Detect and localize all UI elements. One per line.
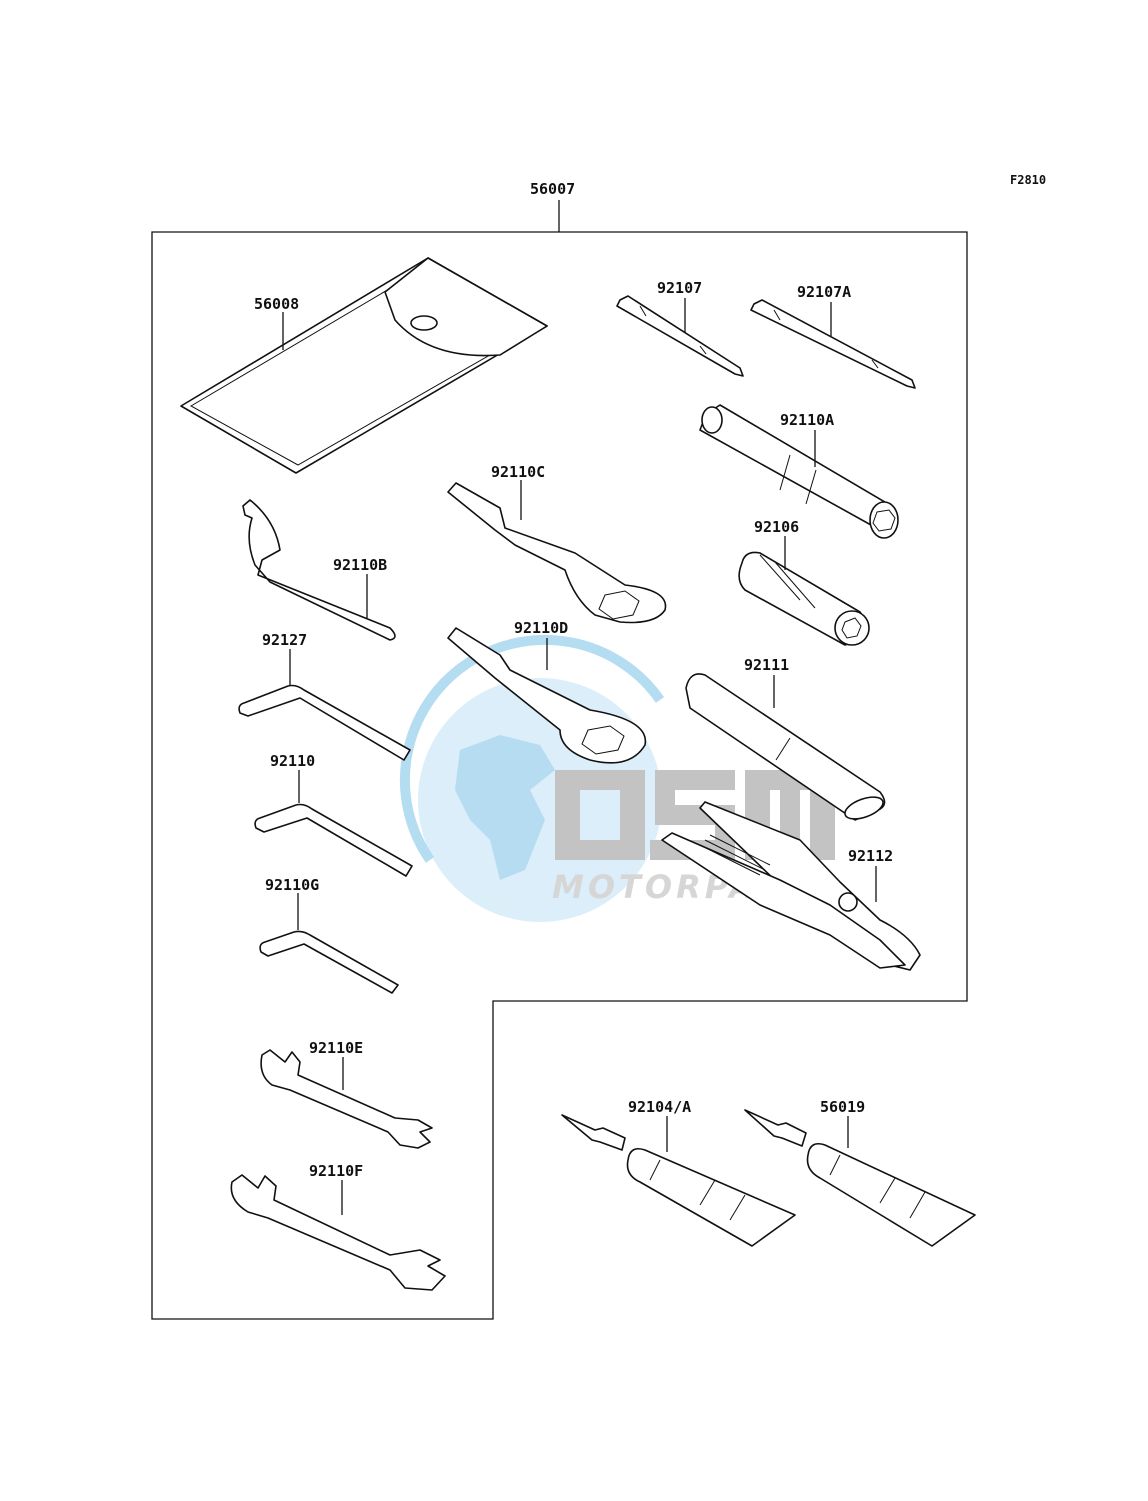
label-92107a: 92107A (797, 283, 851, 301)
part-92106-handle: 92106 (738, 518, 870, 646)
label-92110f: 92110F (309, 1162, 363, 1180)
part-92110c-wrench: 92110C (447, 463, 667, 624)
part-92104a-tube: 92104/A (561, 1098, 796, 1247)
part-92107-bit: 92107 (616, 279, 744, 377)
label-92110e: 92110E (309, 1039, 363, 1057)
watermark-continents-icon (455, 735, 555, 880)
part-92107a-bit: 92107A (750, 283, 916, 389)
part-92110d-wrench: 92110D (447, 619, 647, 764)
label-92127: 92127 (262, 631, 307, 649)
part-92110g-hex-key: 92110G (259, 876, 399, 994)
label-92110c: 92110C (491, 463, 545, 481)
part-56008-pouch: 56008 (180, 257, 548, 474)
part-92110b-hook-wrench: 92110B (242, 499, 396, 641)
part-92110e-open-wrench: 92110E (260, 1039, 433, 1149)
part-92112-pliers: 92112 (661, 801, 921, 971)
label-92107: 92107 (657, 279, 702, 297)
part-92110-hex-key: 92110 (254, 752, 413, 877)
label-92110g: 92110G (265, 876, 319, 894)
part-92127-hex-key: 92127 (238, 631, 411, 761)
label-92106: 92106 (754, 518, 799, 536)
label-56019: 56019 (820, 1098, 865, 1116)
watermark-ring-icon (399, 634, 665, 863)
label-56008: 56008 (254, 295, 299, 313)
label-92112: 92112 (848, 847, 893, 865)
figure-id: F2810 (1010, 173, 1046, 187)
label-92111: 92111 (744, 656, 789, 674)
label-92110d: 92110D (514, 619, 568, 637)
part-56019-tube: 56019 (744, 1098, 976, 1247)
watermark-letters (555, 770, 835, 860)
kit-label: 56007 (530, 180, 575, 198)
part-92110a-wrench: 92110A (699, 404, 899, 539)
part-92111-tube: 92111 (685, 656, 886, 821)
label-92104a: 92104/A (628, 1098, 691, 1116)
label-92110b: 92110B (333, 556, 387, 574)
kit-frame: 56007 (151, 180, 968, 1320)
label-92110: 92110 (270, 752, 315, 770)
label-92110a: 92110A (780, 411, 834, 429)
part-92110f-open-wrench: 92110F (230, 1162, 446, 1291)
